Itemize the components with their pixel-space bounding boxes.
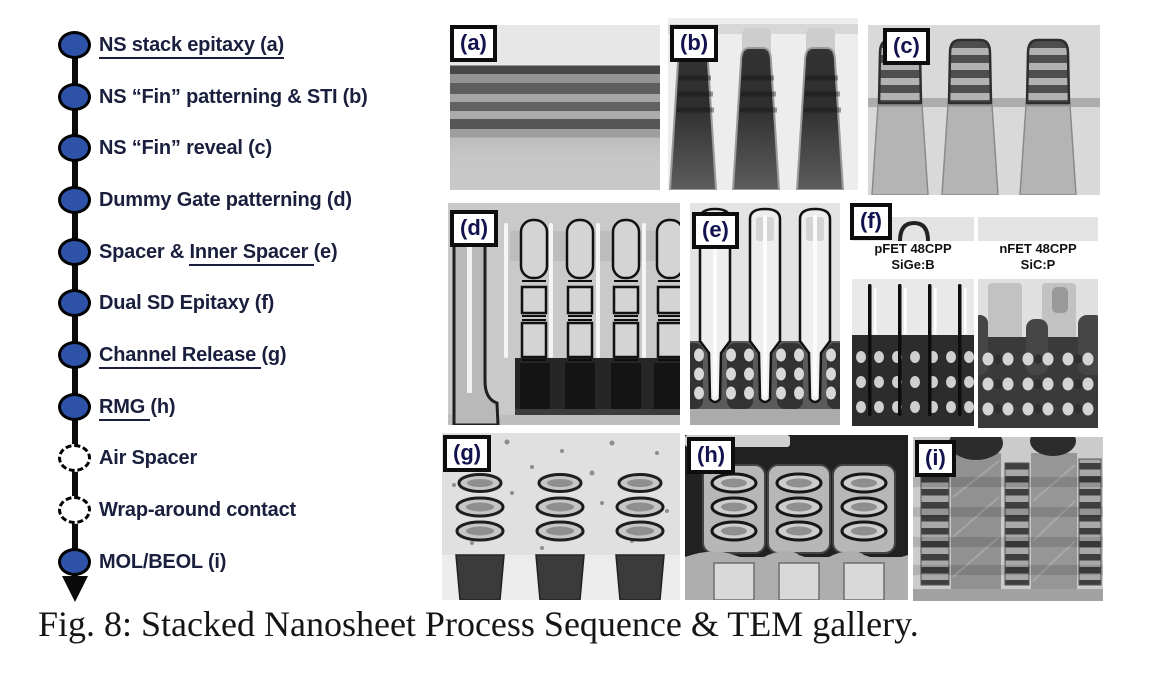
flow-step-label: MOL/BEOL (i) [99,550,227,573]
dashed-node-icon [58,496,91,524]
tem-image-h [685,435,908,600]
panel-label-d: (d) [450,210,499,247]
figure-caption: Fig. 8: Stacked Nanosheet Process Sequen… [38,604,919,644]
tem-e-drawing [690,203,840,425]
flow-step-fin-reveal: NS “Fin” reveal (c) [58,134,272,162]
tem-f-pfet-drawing [852,279,974,426]
flow-arrowhead-icon [62,576,88,602]
tem-g-drawing [442,433,680,600]
tem-f-nfet-drawing [978,279,1098,428]
pfet-sublabel: pFET 48CPP SiGe:B [874,241,952,273]
tem-d-drawing [448,203,680,425]
flow-step-ns-stack-epitaxy: NS stack epitaxy (a) [58,31,284,59]
panel-label-f: (f) [850,203,892,240]
panel-label-i: (i) [915,440,956,477]
pfet-strip-arc-icon [898,220,930,241]
panel-label-h: (h) [687,437,736,474]
panel-label-c: (c) [883,28,930,65]
filled-node-icon [58,31,91,59]
flow-step-mol-beol: MOL/BEOL (i) [58,548,226,576]
flow-step-label: Channel Release (g) [99,343,287,369]
panel-label-e: (e) [692,212,739,249]
panel-label-g: (g) [443,435,492,472]
flow-step-label: NS “Fin” reveal (c) [99,136,272,159]
flow-step-spacer-inner-spacer: Spacer & Inner Spacer (e) [58,238,338,266]
flow-step-fin-patterning-sti: NS “Fin” patterning & STI (b) [58,83,368,111]
filled-node-icon [58,134,91,162]
flow-step-dummy-gate: Dummy Gate patterning (d) [58,186,352,214]
tem-h-drawing [685,435,908,600]
filled-node-icon [58,83,91,111]
flow-step-wrap-around-contact: Wrap-around contact [58,496,296,524]
flow-step-label: NS stack epitaxy (a) [99,33,284,59]
flow-step-label: Dual SD Epitaxy (f) [99,291,275,314]
filled-node-icon [58,548,91,576]
flow-step-rmg: RMG (h) [58,393,176,421]
filled-node-icon [58,289,91,317]
filled-node-icon [58,341,91,369]
flow-step-label: Wrap-around contact [99,498,296,521]
flow-step-label: Spacer & Inner Spacer (e) [99,240,338,266]
dashed-node-icon [58,444,91,472]
panel-label-b: (b) [670,25,719,62]
tem-c-drawing [868,25,1100,195]
flow-step-label: NS “Fin” patterning & STI (b) [99,85,368,108]
flow-step-channel-release: Channel Release (g) [58,341,287,369]
tem-image-g [442,433,680,600]
filled-node-icon [58,393,91,421]
flow-step-dual-sd-epitaxy: Dual SD Epitaxy (f) [58,289,274,317]
filled-node-icon [58,238,91,266]
flow-step-air-spacer: Air Spacer [58,444,197,472]
tem-image-c [868,25,1100,195]
tem-image-d [448,203,680,425]
nfet-top-strip [978,217,1098,241]
tem-image-f-pfet [852,279,974,426]
panel-label-a: (a) [450,25,497,62]
flow-step-label: Air Spacer [99,446,198,469]
tem-image-e [690,203,840,425]
nfet-sublabel: nFET 48CPP SiC:P [999,241,1077,273]
tem-image-f-nfet [978,279,1098,428]
filled-node-icon [58,186,91,214]
flow-step-label: RMG (h) [99,395,176,421]
flow-step-label: Dummy Gate patterning (d) [99,188,352,211]
